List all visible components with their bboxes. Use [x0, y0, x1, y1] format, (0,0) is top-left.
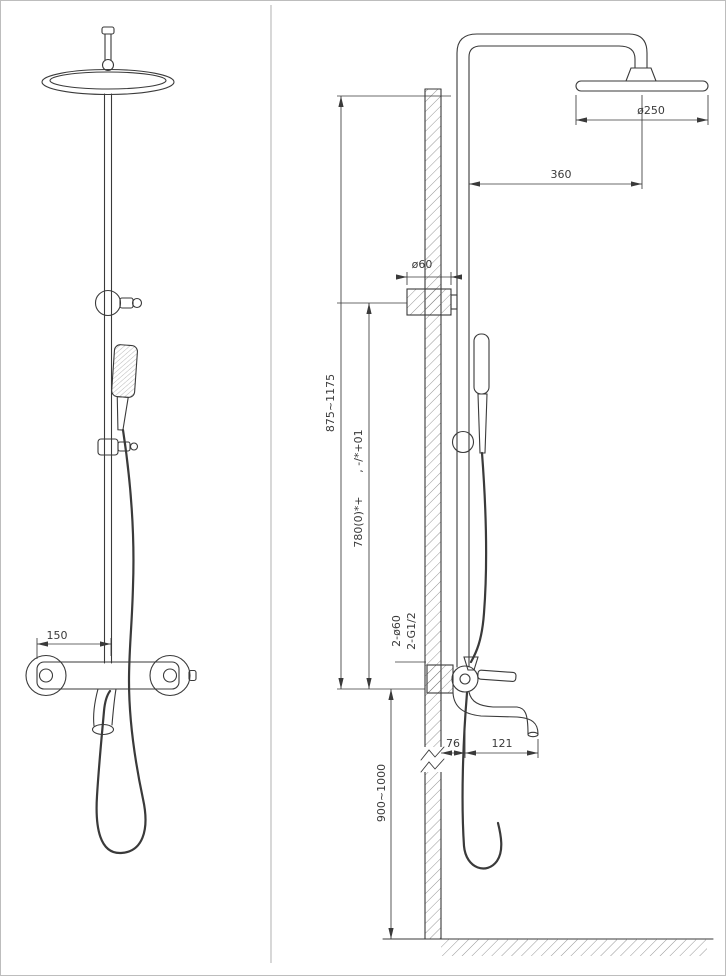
shower-hose-side-loop — [461, 691, 503, 870]
dim-pipe-length: , -/*+01 780(0)*+ — [352, 303, 372, 689]
slider-ring-side — [451, 430, 475, 454]
riser-pipe-front — [103, 93, 113, 664]
wall-bracket-side — [406, 288, 458, 316]
hand-shower-side — [473, 333, 490, 454]
side-view-dimensions: ø250 360 ø60 875~1175 — [324, 95, 709, 939]
dim-spout-reach-label: 121 — [492, 737, 513, 750]
dim-spacing-label: 150 — [47, 629, 68, 642]
rain-head-front — [41, 68, 175, 96]
wall-break-line — [420, 746, 445, 761]
dim-height-range-label: 875~1175 — [324, 374, 337, 432]
dim-install-height-label: 900~1000 — [375, 764, 388, 822]
dim-bracket-diameter: ø60 — [396, 258, 462, 285]
spout-side — [452, 691, 539, 738]
dim-bracket-diameter-label: ø60 — [412, 258, 433, 271]
shower-hose-side-upper — [469, 451, 488, 664]
dim-spout-offsets: 76 121 — [441, 723, 539, 758]
spout-front — [91, 688, 117, 736]
dim-height-range: 875~1175 — [324, 96, 344, 689]
wall-section — [420, 88, 445, 940]
dim-pipe-length-suffix-label: , -/*+01 — [352, 429, 365, 472]
callout-connections-label: 2-ø60 — [390, 615, 403, 647]
riser-pipe-side — [456, 33, 648, 668]
shower-holder-front — [94, 289, 143, 317]
mixer-front — [25, 654, 197, 697]
callout-connections: 2-ø60 2-G1/2 — [390, 612, 426, 663]
dim-spacing: 150 — [36, 629, 112, 659]
dim-head-diameter-label: ø250 — [637, 104, 665, 117]
slider-clamp-front — [97, 438, 139, 456]
callout-thread-label: 2-G1/2 — [405, 612, 418, 650]
dim-pipe-length-label: 780(0)*+ — [352, 496, 365, 547]
ceiling-stem — [101, 26, 115, 72]
dim-wall-offset-label: 76 — [446, 737, 460, 750]
shower-hose-front — [95, 428, 147, 855]
rain-head-side — [575, 67, 709, 92]
wall-break-line — [420, 758, 445, 773]
dim-install-height: 900~1000 — [375, 689, 394, 939]
mixer-side — [426, 664, 517, 694]
dim-head-offset: 360 — [469, 95, 643, 189]
floor-section — [382, 938, 714, 956]
hand-shower-front — [111, 344, 138, 431]
front-view — [25, 26, 197, 855]
dim-head-offset-label: 360 — [551, 168, 572, 181]
side-view — [382, 33, 714, 956]
